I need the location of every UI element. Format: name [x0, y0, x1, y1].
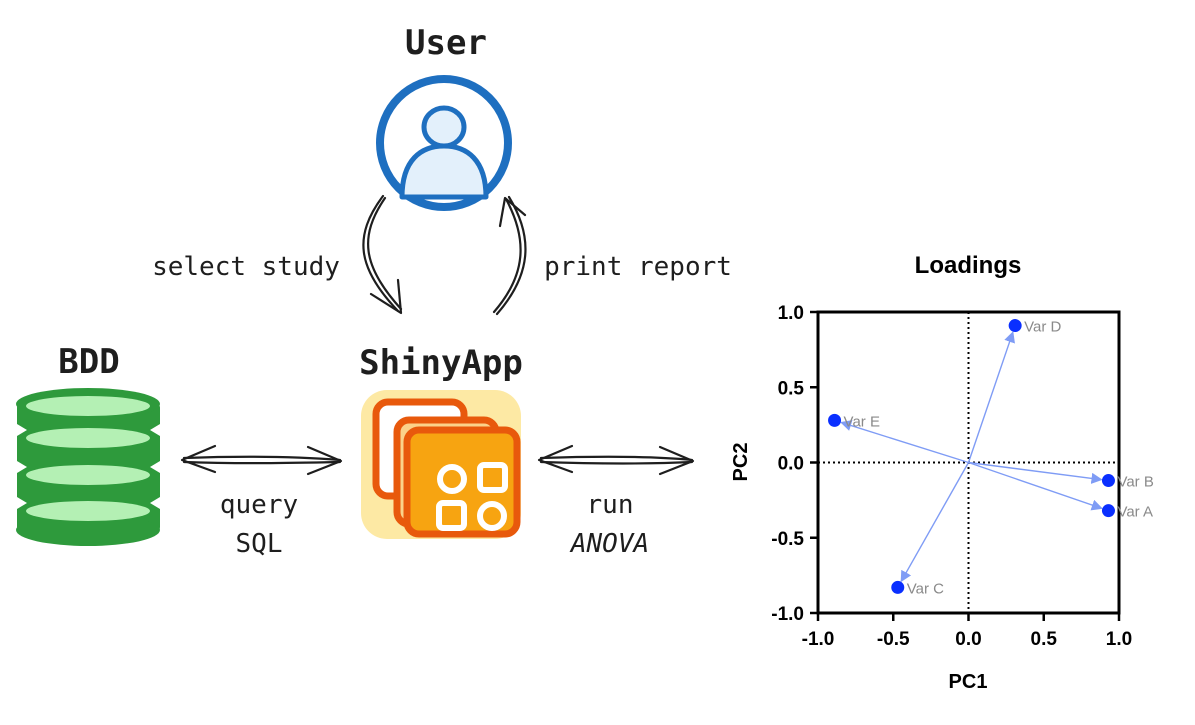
loading-point — [828, 413, 842, 427]
loading-arrow — [968, 461, 1103, 484]
query-arrow-stroke2 — [182, 460, 342, 465]
x-tick-label: 0.0 — [955, 629, 981, 650]
anova-arrow-stroke2 — [539, 460, 694, 465]
x-tick-label: 0.5 — [1031, 629, 1058, 650]
y-tick-label: -1.0 — [771, 604, 804, 625]
query-arrow — [182, 455, 342, 462]
chart-title: Loadings — [915, 252, 1022, 279]
y-tick-label: 0.0 — [778, 454, 804, 475]
edge-label-query: query — [220, 490, 298, 520]
point-label: Var E — [844, 413, 880, 430]
x-axis-label: PC1 — [949, 671, 988, 693]
query-arrowhead-left — [180, 444, 217, 474]
loading-arrow — [967, 331, 1015, 463]
print-report-arrow-stroke2 — [495, 195, 527, 316]
loading-point — [1101, 504, 1115, 518]
loading-arrow — [900, 462, 970, 583]
x-tick-label: -0.5 — [877, 629, 910, 650]
loading-arrow — [968, 461, 1103, 511]
loading-point — [1101, 474, 1115, 488]
y-tick-label: 1.0 — [778, 303, 804, 324]
point-label: Var C — [907, 580, 944, 597]
print-report-arrowhead — [498, 196, 527, 228]
edge-label-run: run — [587, 490, 634, 520]
select-study-arrow — [362, 194, 400, 313]
edge-label-anova: ANOVA — [569, 529, 649, 559]
anova-arrowhead-right — [658, 445, 695, 476]
print-report-arrow — [492, 197, 522, 314]
y-axis-label: PC2 — [730, 443, 752, 482]
x-tick-label: 1.0 — [1106, 629, 1132, 650]
loadings-chart: Loadings -1.0 -0.5 0.0 0.5 1.0 1.0 0.5 0.0 -0.5 -… — [730, 252, 1154, 693]
loading-arrow — [840, 420, 969, 464]
user-label: User — [405, 23, 487, 63]
database-icon[interactable] — [16, 388, 160, 546]
point-label: Var D — [1024, 319, 1061, 336]
edge-label-select-study: select study — [152, 252, 340, 282]
point-label: Var B — [1117, 474, 1153, 491]
anova-arrowhead-left — [537, 444, 574, 474]
app-label: ShinyApp — [359, 343, 523, 383]
query-arrowhead-right — [306, 445, 343, 476]
edge-label-print-report: print report — [544, 252, 732, 282]
user-icon[interactable] — [376, 75, 512, 211]
x-tick-label: -1.0 — [802, 629, 835, 650]
shinyapp-icon[interactable] — [361, 390, 521, 539]
loading-point — [891, 580, 905, 594]
loading-point — [1008, 319, 1022, 333]
edge-label-sql: SQL — [236, 529, 283, 559]
point-label: Var A — [1117, 504, 1153, 521]
anova-arrow — [539, 455, 694, 462]
y-tick-label: -0.5 — [771, 529, 804, 550]
y-tick-label: 0.5 — [778, 378, 805, 399]
select-study-arrow-stroke2 — [367, 196, 403, 311]
db-label: BDD — [58, 342, 119, 382]
select-study-arrowhead — [369, 278, 403, 315]
